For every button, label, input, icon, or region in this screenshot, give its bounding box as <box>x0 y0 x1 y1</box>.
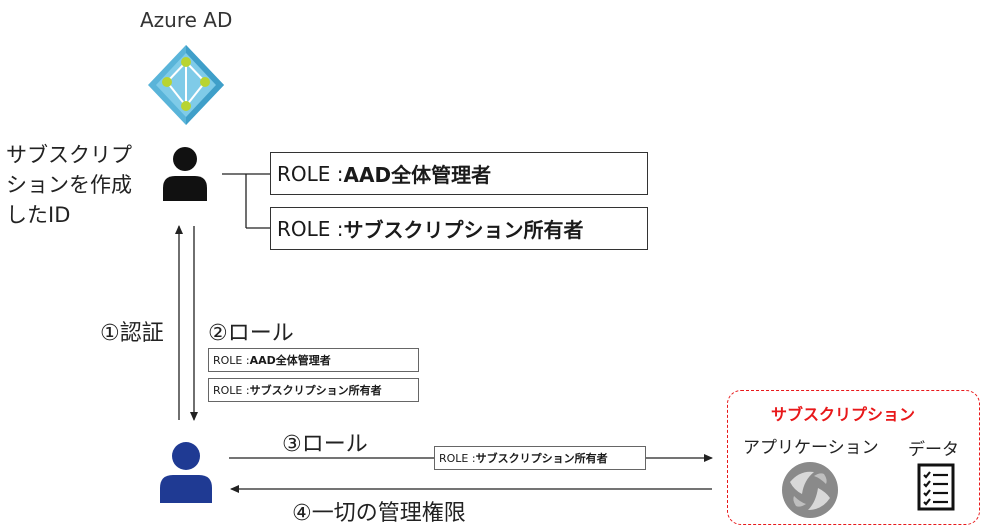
application-label: アプリケーション <box>743 438 879 458</box>
creator-role-box-2: ROLE : サブスクリプション所有者 <box>270 207 648 250</box>
data-label: データ <box>908 440 959 460</box>
creator-label: サブスクリプ ションを作成 したID <box>6 140 132 230</box>
creator-label-line-2: ションを作成 <box>6 173 132 197</box>
role-return-label: ②ロール <box>208 321 294 346</box>
role-prefix: ROLE : <box>213 383 250 397</box>
checklist-icon <box>917 463 955 511</box>
subscription-title: サブスクリプション <box>771 405 916 424</box>
auth-label: ①認証 <box>100 321 164 346</box>
user-person-icon <box>160 442 212 503</box>
role-forward-box: ROLE : サブスクリプション所有者 <box>434 446 646 470</box>
creator-person-icon <box>163 147 207 201</box>
role-prefix: ROLE : <box>277 161 344 186</box>
role-name: サブスクリプション所有者 <box>343 218 584 242</box>
azure-ad-title: Azure AD <box>140 8 233 32</box>
role-name: サブスクリプション所有者 <box>475 452 608 465</box>
role-prefix: ROLE : <box>277 216 344 241</box>
role-prefix: ROLE : <box>439 451 476 465</box>
role-return-box-2: ROLE : サブスクリプション所有者 <box>208 378 419 402</box>
role-forward-label: ③ロール <box>282 432 368 457</box>
azure-ad-icon <box>148 45 224 125</box>
role-name: AAD全体管理者 <box>249 354 331 367</box>
admin-rights-label: ④一切の管理権限 <box>292 501 466 526</box>
role-name: AAD全体管理者 <box>343 163 492 187</box>
subscription-container <box>727 390 980 525</box>
role-name: サブスクリプション所有者 <box>249 384 382 397</box>
role-prefix: ROLE : <box>213 353 250 367</box>
creator-label-line-1: サブスクリプ <box>6 143 132 167</box>
creator-label-line-3: したID <box>6 203 71 227</box>
creator-role-box-1: ROLE : AAD全体管理者 <box>270 152 648 195</box>
app-service-icon <box>782 462 838 518</box>
role-return-box-1: ROLE : AAD全体管理者 <box>208 348 419 372</box>
